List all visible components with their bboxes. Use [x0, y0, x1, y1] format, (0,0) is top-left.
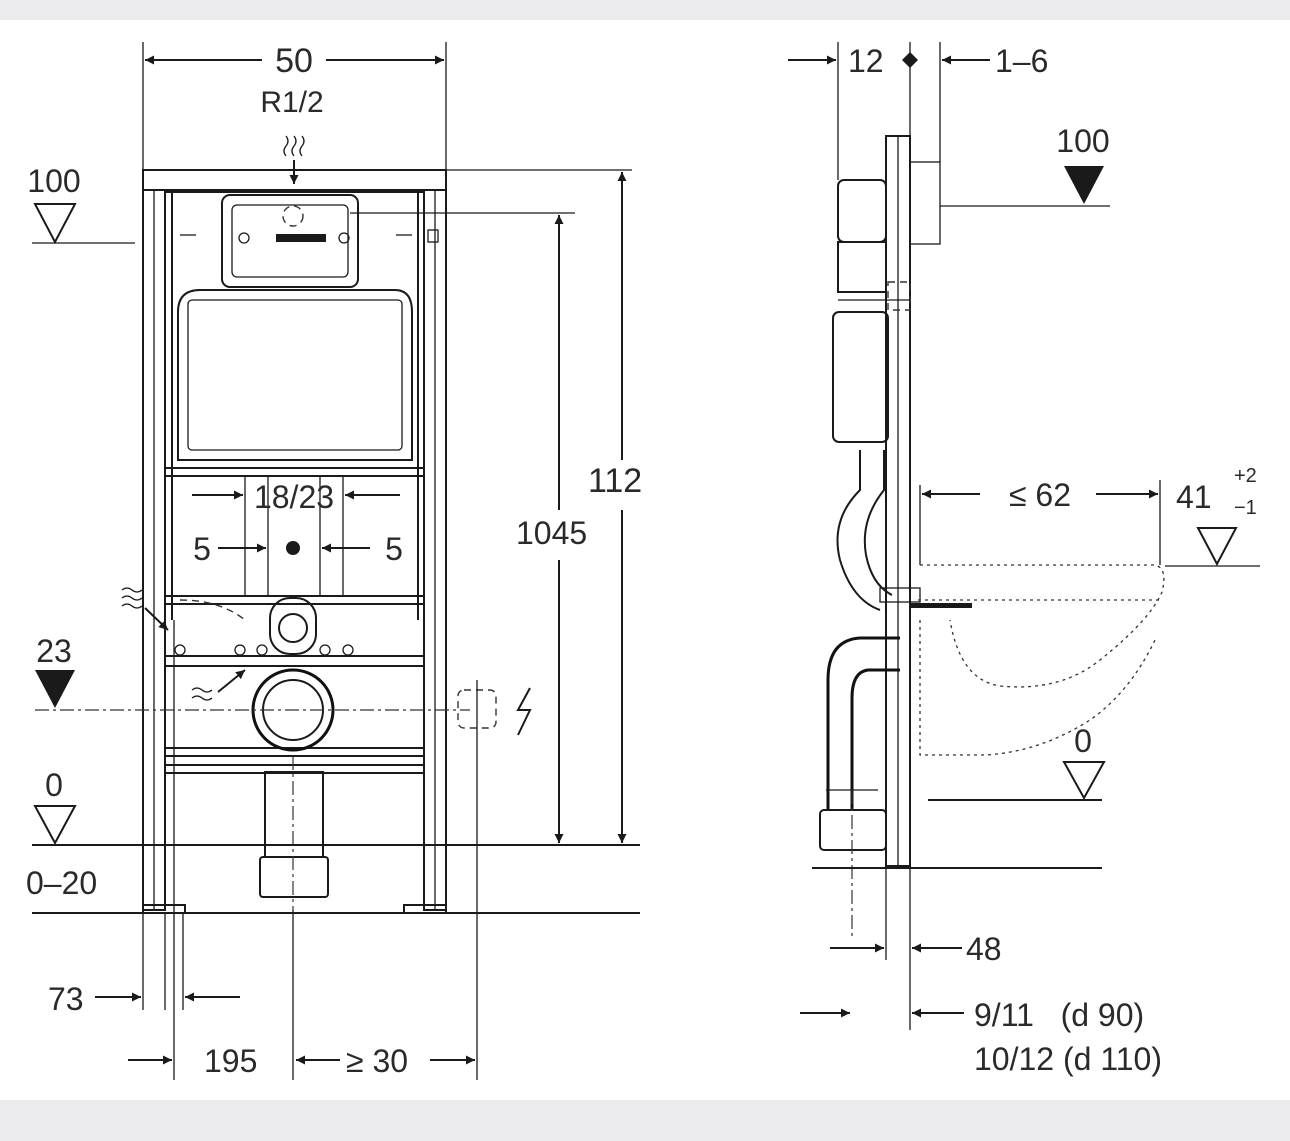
foot-offset-label: 73 [48, 981, 84, 1017]
floor-range-label: 0–20 [26, 865, 97, 901]
offset-right-label: 5 [385, 531, 403, 567]
plate-height-label: 1045 [516, 515, 587, 551]
top-left-dim-label: 12 [848, 43, 884, 79]
seat-tolerance-plus-label: +2 [1234, 465, 1257, 487]
level-100-label: 100 [27, 163, 80, 199]
level-marker-icon [33, 805, 77, 846]
water-inlet-label: R1/2 [260, 86, 323, 119]
drain-outlet [251, 668, 335, 910]
frame-depth-label: 48 [966, 931, 1002, 967]
offset-left-label: 5 [193, 531, 211, 567]
level-marker-icon [1062, 761, 1106, 801]
installation-frame [142, 169, 447, 914]
front-view: 50 R1/2 100 23 0 0–20 112 1045 18/23 5 5 [26, 42, 642, 1080]
side-frame [832, 135, 941, 867]
flush-pipe [836, 450, 972, 611]
overall-height-label: 112 [588, 462, 642, 500]
pipe-dim-d90-label: 9/11 (d 90) [974, 997, 1144, 1033]
seat-tolerance-minus-label: −1 [1234, 497, 1257, 519]
connection-area [174, 476, 354, 656]
level-marker-icon [33, 203, 77, 245]
level-marker-icon [1196, 527, 1238, 567]
drain-pipe [819, 636, 900, 940]
power-socket [457, 680, 532, 1080]
cistern [177, 194, 439, 461]
water-wave-icon [121, 135, 305, 701]
level-marker-filled-icon [35, 670, 75, 708]
drawing-canvas: 50 R1/2 100 23 0 0–20 112 1045 18/23 5 5 [26, 42, 1260, 1080]
side-level-100-label: 100 [1056, 123, 1109, 159]
technical-drawing-sheet: 50 R1/2 100 23 0 0–20 112 1045 18/23 5 5 [0, 20, 1290, 1100]
power-offset-label: ≥ 30 [346, 1043, 408, 1079]
top-right-dim-label: 1–6 [995, 43, 1048, 79]
bowl-projection-label: ≤ 62 [1009, 477, 1071, 513]
level-marker-filled-icon [1064, 166, 1104, 204]
level-0-label: 0 [45, 767, 63, 803]
drain-offset-label: 195 [204, 1043, 257, 1079]
level-23-label: 23 [36, 633, 72, 669]
bolt-spacing-label: 18/23 [254, 479, 334, 515]
seat-height-label: 41 [1176, 479, 1212, 515]
pipe-dim-d110-label: 10/12 (d 110) [974, 1041, 1162, 1077]
side-view: 12 1–6 100 ≤ 62 41 +2 −1 0 48 9/11 (d 90… [788, 42, 1260, 1077]
toilet-bowl [918, 480, 1165, 756]
side-level-0-label: 0 [1074, 723, 1092, 759]
width-dimension-label: 50 [275, 42, 313, 80]
